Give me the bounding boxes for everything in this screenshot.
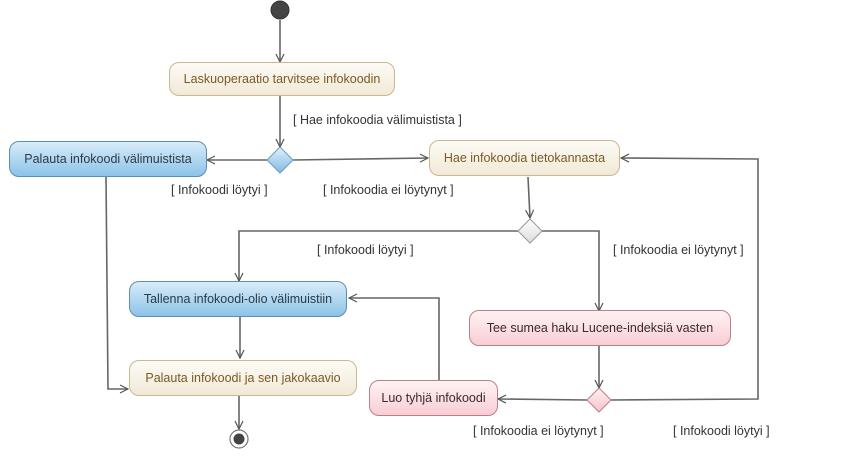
- action-label: Hae infokoodia tietokannasta: [443, 151, 606, 165]
- guard-cache-found: [ Infokoodi löytyi ]: [171, 183, 268, 197]
- guard-db-found: [ Infokoodi löytyi ]: [317, 243, 414, 257]
- final-node: [229, 429, 249, 449]
- action-store-in-cache: Tallenna infokoodi-olio välimuistiin: [129, 281, 347, 317]
- guard-db-not-found: [ Infokoodia ei löytynyt ]: [613, 243, 744, 257]
- action-return-final: Palauta infokoodi ja sen jakokaavio: [129, 360, 357, 396]
- edge-return-cache-to-return-final: [105, 176, 128, 389]
- edge-decision2-to-store-cache: [239, 230, 518, 281]
- action-label: Tee sumea haku Lucene-indeksiä vasten: [486, 321, 714, 335]
- decision-node-db: [517, 218, 543, 244]
- edge-create-empty-to-store-cache: [349, 298, 440, 380]
- guard-fetch-cache: [ Hae infokoodia välimuistista ]: [293, 113, 462, 127]
- action-need-infocode: Laskuoperaatio tarvitsee infokoodin: [169, 62, 395, 96]
- initial-node: [270, 0, 290, 20]
- action-label: Laskuoperaatio tarvitsee infokoodin: [183, 72, 381, 86]
- action-label: Luo tyhjä infokoodi: [381, 391, 486, 405]
- action-label: Palauta infokoodi ja sen jakokaavio: [145, 371, 341, 385]
- decision-node-fuzzy: [586, 387, 612, 413]
- action-create-empty: Luo tyhjä infokoodi: [369, 380, 498, 416]
- edge-decision1-to-fetch-db: [292, 158, 428, 160]
- edge-decision2-to-fuzzy: [542, 230, 599, 311]
- action-label: Palauta infokoodi välimuistista: [24, 152, 192, 166]
- action-label: Tallenna infokoodi-olio välimuistiin: [143, 292, 333, 306]
- guard-fuzzy-found: [ Infokoodi löytyi ]: [673, 424, 770, 438]
- edge-decision3-to-create-empty: [498, 399, 588, 400]
- decision-node-cache: [266, 146, 294, 174]
- edge-fetch-db-to-decision2: [528, 176, 530, 218]
- guard-fuzzy-not-found: [ Infokoodia ei löytynyt ]: [473, 424, 604, 438]
- guard-cache-not-found: [ Infokoodia ei löytynyt ]: [323, 183, 454, 197]
- action-fetch-from-db: Hae infokoodia tietokannasta: [429, 140, 620, 176]
- action-fuzzy-search: Tee sumea haku Lucene-indeksiä vasten: [469, 310, 731, 346]
- action-return-from-cache: Palauta infokoodi välimuistista: [9, 141, 207, 177]
- edge-decision3-to-fetch-db: [610, 158, 759, 401]
